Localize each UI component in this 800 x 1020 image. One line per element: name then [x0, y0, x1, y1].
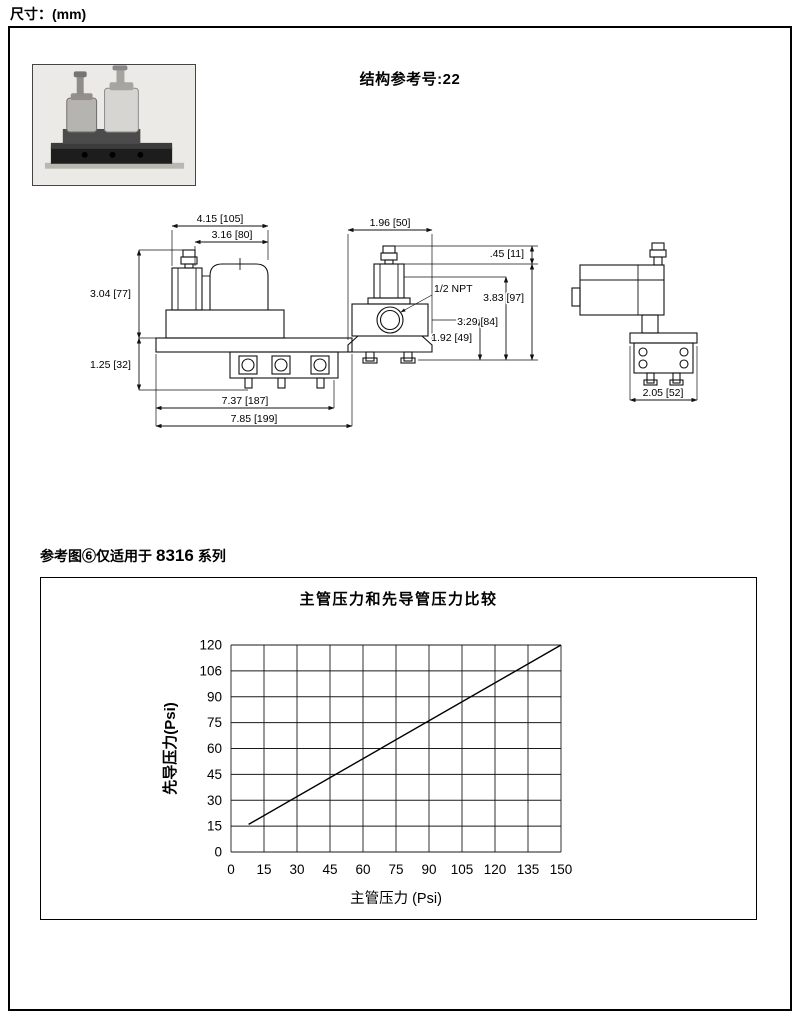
- product-photo: [32, 64, 196, 186]
- dim-end-offset-top: .45 [11]: [490, 248, 524, 260]
- content-frame: 结构参考号:22: [8, 26, 792, 1011]
- y-tick-label: 30: [207, 793, 222, 808]
- end-view-dimensions: 1.96 [50] 1/2 NPT .45 [11] 3.83 [97] 3.2…: [347, 216, 538, 361]
- chart-plot-area: 0 15 30 45 60 75 90 105 120 135 150 0 15 30 45 60 75 90 10…: [161, 638, 573, 908]
- y-tick-label: 106: [199, 663, 222, 678]
- x-tick-label: 0: [227, 862, 235, 877]
- left-view-drawing: [155, 249, 353, 389]
- x-tick-label: 120: [484, 862, 507, 877]
- side-view-dimensions: 2.05 [52]: [629, 346, 698, 403]
- dim-left-width-upper: 3.16 [80]: [212, 229, 253, 241]
- x-tick-label: 135: [517, 862, 540, 877]
- y-tick-label: 45: [207, 767, 222, 782]
- port-size-label: 1/2 NPT: [434, 283, 473, 295]
- x-tick-label: 105: [451, 862, 474, 877]
- dim-left-height-upper: 3.04 [77]: [90, 288, 131, 300]
- construction-ref-title: 结构参考号:22: [359, 71, 461, 88]
- dim-end-width-top: 1.96 [50]: [370, 217, 411, 229]
- x-tick-label: 45: [322, 862, 337, 877]
- x-tick-label: 30: [289, 862, 304, 877]
- y-tick-label: 120: [199, 638, 222, 653]
- dim-end-height-lower: 1.92 [49]: [431, 332, 472, 344]
- y-tick-label: 90: [207, 689, 222, 704]
- x-tick-label: 75: [388, 862, 403, 877]
- chart-title: 主管压力和先导管压力比较: [299, 591, 498, 608]
- dim-left-width-total: 4.15 [105]: [197, 213, 244, 225]
- y-tick-label: 15: [207, 819, 222, 834]
- series-note-suffix: 系列: [197, 548, 226, 564]
- pressure-series-line: [248, 644, 562, 826]
- dim-side-width-base: 2.05 [52]: [643, 387, 684, 399]
- left-view-dimensions: 4.15 [105] 3.16 [80] 3.04 [77] 1.25 [32]…: [89, 212, 353, 429]
- dim-left-height-base: 1.25 [32]: [90, 359, 131, 371]
- y-tick-label: 0: [214, 845, 222, 860]
- y-tick-label: 75: [207, 715, 222, 730]
- x-tick-label: 15: [256, 862, 271, 877]
- valve-photo-illustration: [33, 65, 195, 185]
- series-number: 8316: [156, 546, 194, 565]
- y-axis-title: 先导压力(Psi): [161, 702, 179, 795]
- pressure-comparison-chart: 主管压力和先导管压力比较 0 15 30 45 60 75 90 105 120 135 150 0 1…: [40, 577, 757, 920]
- x-tick-label: 60: [355, 862, 370, 877]
- end-view-drawing: [347, 245, 433, 364]
- y-tick-label: 60: [207, 741, 222, 756]
- dimension-drawings: 4.15 [105] 3.16 [80] 3.04 [77] 1.25 [32]…: [89, 212, 698, 429]
- x-axis-title: 主管压力 (Psi): [350, 890, 442, 907]
- side-view-drawing: [571, 242, 698, 386]
- dim-left-length-inner: 7.37 [187]: [222, 395, 269, 407]
- series-note-prefix: 参考图⑥仅适用于: [40, 548, 152, 564]
- units-note: 尺寸：(mm): [10, 6, 87, 22]
- dim-left-length-total: 7.85 [199]: [231, 413, 278, 425]
- dim-end-height-total: 3.83 [97]: [483, 292, 524, 304]
- x-tick-label: 90: [421, 862, 436, 877]
- dim-end-height-mid: 3.29 [84]: [457, 316, 498, 328]
- x-tick-label: 150: [550, 862, 573, 877]
